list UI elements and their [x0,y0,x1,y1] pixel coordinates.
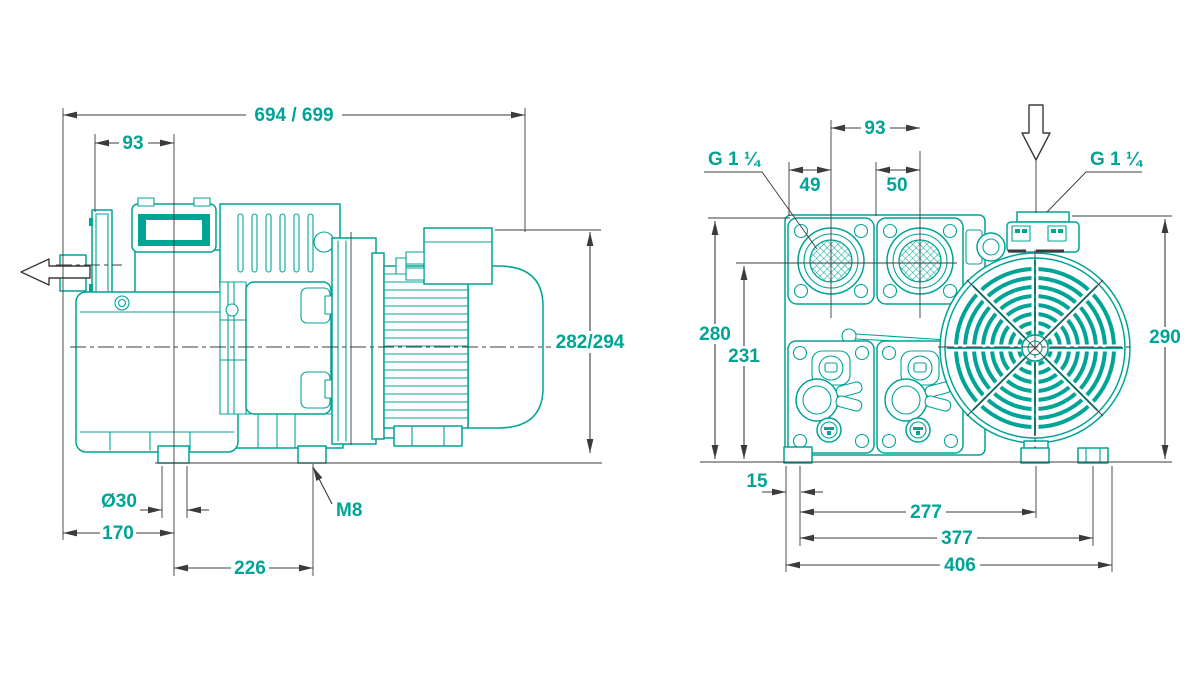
center-foot-front [1020,440,1050,464]
dim-port-spacing-label: 93 [864,118,885,139]
dim-foot-diameter: Ø30 [101,491,209,514]
valve-column [219,281,247,415]
dim-port-axis-height: 231 [725,266,763,459]
centerlines-side [56,232,558,445]
dim-foot-span-outer-label: 377 [941,528,973,549]
lifting-eye-front [965,229,1006,265]
dim-height-right-label: 290 [1149,327,1181,348]
dim-foot-offset-label: 170 [102,523,134,544]
dim-foot-span-center: 277 [800,502,1036,523]
dim-overall-length: 694 / 699 [63,104,525,126]
thread-callout-m8: M8 [312,466,362,521]
extension-lines-side [62,108,601,576]
dim-height-right: 290 [1146,219,1184,459]
dim-port1-offset-label: 49 [799,175,820,196]
dim-foot-spacing-label: 226 [234,558,266,579]
flow-arrow-left-icon [20,258,91,286]
dim-height: 282/294 [551,232,629,453]
dim-port1-offset: 49 [789,166,831,196]
inlet-thread-callout-label: G 1 ¼ [708,149,762,170]
right-foot-front [1077,447,1109,464]
dim-foot-hole-offset-label: 15 [746,471,768,492]
exhaust-flange [59,209,113,303]
centerlines-front [938,250,1130,448]
dim-inlet-offset: 93 [95,133,174,154]
dim-foot-diameter-label: Ø30 [101,491,137,512]
inlet-port-1 [787,217,875,305]
thread-callout-m8-label: M8 [336,500,362,521]
motor-foot [393,425,463,447]
exhaust-port-top [1006,211,1080,253]
flow-arrow-down-icon [1021,104,1051,213]
dim-height-overall-label: 280 [699,324,731,345]
dim-height-label: 282/294 [556,332,625,353]
dim-height-overall: 280 [696,221,734,459]
front-foot [157,445,190,464]
dim-foot-spacing: 226 [174,558,313,579]
dim-foot-span-outer: 377 [800,528,1093,549]
coupling-housing [331,237,377,445]
terminal-box [395,227,493,285]
side-cover-panel [245,281,334,415]
dim-port-axis-height-label: 231 [728,346,760,367]
dim-inlet-offset-label: 93 [122,133,143,154]
dim-port-spacing: 93 [831,118,920,139]
dim-foot-hole-offset: 15 [746,471,823,496]
outlet-thread-callout-label: G 1 ¼ [1090,149,1144,170]
dim-overall-length-label: 694 / 699 [254,105,333,126]
inlet-thread-callout: G 1 ¼ [704,149,818,250]
dim-port2-offset: 50 [876,166,920,196]
dim-foot-span-center-label: 277 [910,502,942,523]
left-foot-front [783,446,813,464]
dim-overall-width: 406 [786,555,1112,576]
dim-foot-offset: 170 [63,523,174,544]
oil-module-1 [787,340,875,454]
outlet-thread-callout: G 1 ¼ [1046,149,1144,213]
oil-reservoir [75,291,239,453]
extension-lines-front [708,120,1172,572]
dim-port2-offset-label: 50 [886,175,907,196]
cylinder-rib-section [219,203,341,289]
dim-overall-width-label: 406 [944,555,976,576]
side-view: 694 / 699 93 282/294 Ø30 170 226 [20,104,629,579]
front-view: 93 49 50 G 1 ¼ G 1 ¼ 280 231 [696,104,1184,576]
rear-foot [297,445,327,464]
